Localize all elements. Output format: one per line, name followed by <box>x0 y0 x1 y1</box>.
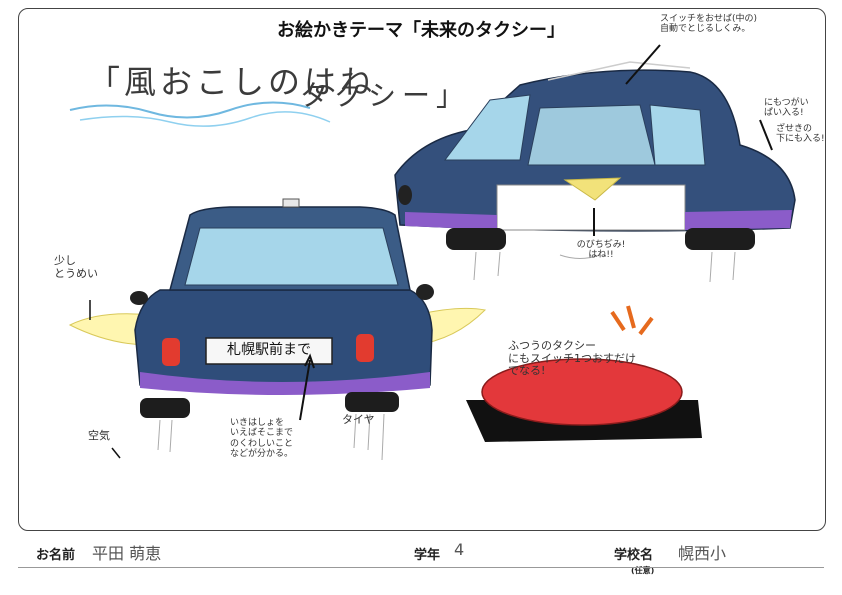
pod-body <box>481 358 683 426</box>
roof-light <box>282 198 300 208</box>
normal-taxi-note: ふつうのタクシー にもスイッチ1つおすだけ でなる! <box>508 339 636 378</box>
license-plate-text: 札幌駅前まで <box>227 342 311 358</box>
school-optional-note: (任意) <box>631 566 655 575</box>
stretch-wing-note: のびちぢみ! はね!! <box>576 240 626 261</box>
under-seat-note: ざせきの 下にも入る! <box>776 124 825 145</box>
rear-side-window <box>649 104 706 166</box>
rear-window <box>184 227 399 286</box>
wave-line <box>69 101 311 119</box>
roof-switch-note: スイッチをおせば(中の) 自動でとじるしくみ。 <box>660 14 758 35</box>
side-stripe-front <box>405 212 497 230</box>
drawing-title-line2: タクシー」 <box>300 79 471 112</box>
front-tire <box>446 228 506 250</box>
pod-spark <box>610 305 654 336</box>
school-label: 学校名 <box>614 548 654 563</box>
left-rear-tire <box>140 398 190 418</box>
folded-wing <box>563 177 622 201</box>
drawing-title-line1: 「風おこしのはね <box>88 63 377 101</box>
side-stripe-rear <box>685 210 792 230</box>
left-wing <box>68 313 151 346</box>
luggage-note: にもつがい ぱい入る! <box>764 98 809 119</box>
footer-divider <box>18 567 824 568</box>
luggage-arrow <box>759 119 773 151</box>
grade-value: 4 <box>454 540 465 559</box>
right-rear-tire <box>345 392 399 412</box>
translucent-note: 少し とうめい <box>54 254 98 280</box>
grade-label: 学年 <box>414 548 441 563</box>
name-value: 平田 萌恵 <box>92 544 162 563</box>
roof-hatch <box>547 61 691 81</box>
headlight <box>398 185 412 205</box>
tire-label: タイヤ <box>342 413 375 426</box>
left-tail-light <box>162 338 180 366</box>
wave-line <box>79 111 331 127</box>
side-taxi <box>394 44 796 283</box>
name-label: お名前 <box>36 548 76 563</box>
middle-window <box>527 104 656 166</box>
front-window <box>444 94 531 161</box>
right-tail-light <box>356 334 374 362</box>
roof-arrow <box>625 44 661 85</box>
normal-taxi-pod <box>466 305 702 442</box>
plate-arrow <box>299 359 311 421</box>
purple-stripe <box>140 372 430 395</box>
plate-detail-note: いきはしょを いえばそこまで のくわしいこと などが分かる。 <box>230 418 294 460</box>
air-lines <box>157 413 385 461</box>
left-mirror <box>130 291 148 305</box>
rear-taxi <box>68 198 487 461</box>
back-tire <box>685 228 755 250</box>
school-value: 幌西小 <box>678 544 727 563</box>
right-mirror <box>416 284 434 300</box>
air-note: 空気 <box>88 429 110 442</box>
theme-title: お絵かきテーマ「未来のタクシー」 <box>277 20 565 41</box>
